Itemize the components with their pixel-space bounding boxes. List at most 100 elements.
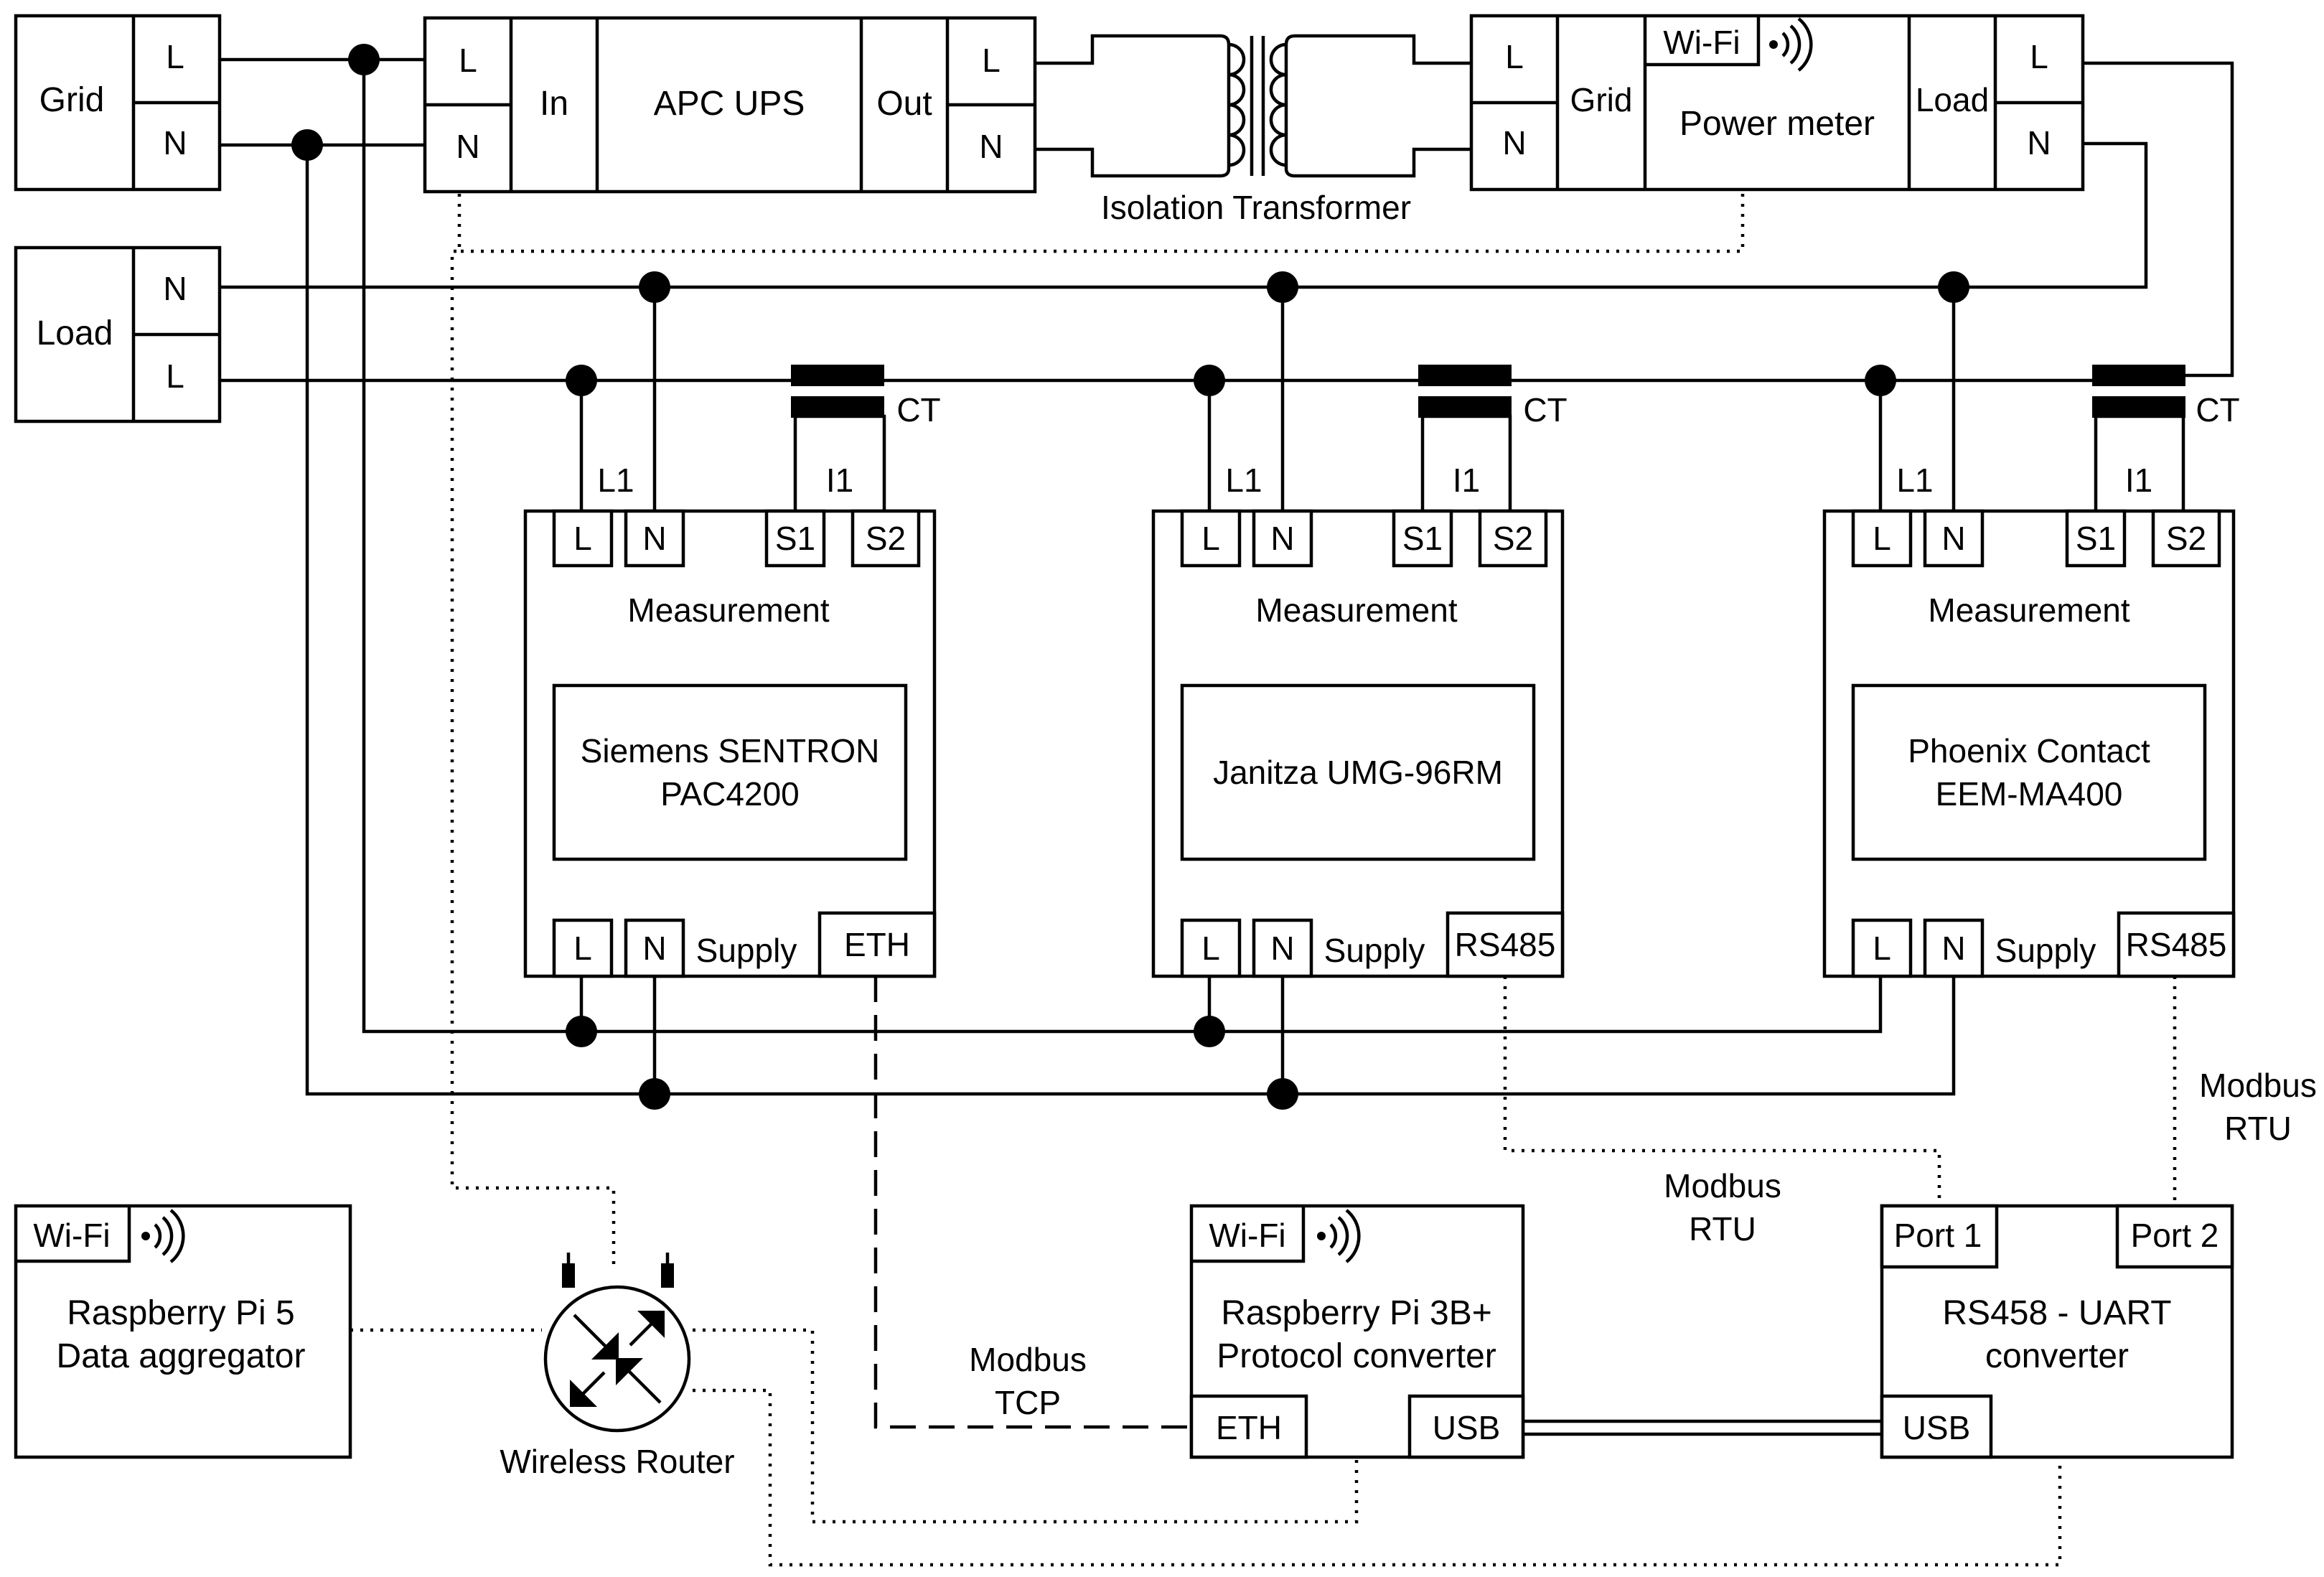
pm-wifi-label: Wi-Fi — [1663, 24, 1740, 61]
rpi5-line1: Raspberry Pi 5 — [67, 1294, 294, 1332]
load-n-terminal: N — [163, 270, 187, 307]
link-labels: Modbus TCP Modbus RTU Modbus RTU — [969, 1067, 2317, 1421]
pm-grid-label: Grid — [1570, 81, 1633, 118]
meter-janitza: L1 I1 CT L N S1 S2 Measurement Janitza U… — [1151, 391, 1568, 978]
rpi5-wifi-label: Wi-Fi — [33, 1217, 110, 1254]
ups-n-in: N — [456, 128, 479, 165]
converter-usb-port: USB — [1903, 1409, 1971, 1446]
wifi-icon — [1769, 17, 1813, 72]
meter3-comm-port: RS485 — [2126, 926, 2227, 963]
meter1-s1: S1 — [775, 520, 815, 557]
converter-port1: Port 1 — [1894, 1217, 1982, 1254]
modbus-tcp-label-1: Modbus — [969, 1341, 1087, 1378]
meter2-measurement: Measurement — [1255, 591, 1457, 629]
pm-n-in: N — [1502, 124, 1526, 162]
pm-l-out: L — [2030, 38, 2048, 75]
comm-links — [350, 194, 2177, 1567]
meter2-sup-l: L — [1201, 930, 1220, 967]
meter1-s2: S2 — [866, 520, 906, 557]
ups-out-label: Out — [876, 85, 932, 123]
power-meter-block: L N Grid Wi-Fi Power meter Load L N — [1469, 14, 2085, 192]
meter1-sup-l: L — [573, 930, 592, 967]
grid-l-terminal: L — [166, 38, 184, 75]
modbus-tcp-label-2: TCP — [995, 1384, 1061, 1421]
meter-phoenix: L1 I1 CT L N S1 S2 Measurement Phoenix C… — [1822, 391, 2240, 978]
modbus-rtu-a-label-2: RTU — [1689, 1210, 1756, 1248]
ups-block: L N In APC UPS Out L N — [423, 16, 1037, 194]
meter3-measurement: Measurement — [1928, 591, 2129, 629]
uart-converter-block: Port 1 Port 2 RS458 - UART converter USB — [1880, 1204, 2234, 1459]
ups-name: APC UPS — [654, 85, 805, 123]
meter1-measurement: Measurement — [627, 591, 829, 629]
modbus-rtu-a-label-1: Modbus — [1664, 1167, 1781, 1204]
isolation-transformer: Isolation Transformer — [1101, 34, 1411, 226]
rpi3-usb-port: USB — [1433, 1409, 1501, 1446]
meter3-name-line2: EEM-MA400 — [1936, 775, 2123, 813]
meter1-term-l: L — [573, 520, 592, 557]
meter3-term-l: L — [1873, 520, 1891, 557]
meter2-s1: S1 — [1402, 520, 1443, 557]
pm-load-label: Load — [1916, 81, 1989, 118]
rpi3-line2: Protocol converter — [1217, 1337, 1496, 1375]
router-arrows-icon — [570, 1311, 665, 1407]
rpi5-block: Wi-Fi Raspberry Pi 5 Data aggregator — [14, 1204, 352, 1459]
meter2-comm-port: RS485 — [1455, 926, 1556, 963]
meter1-comm-port: ETH — [844, 926, 910, 963]
meter2-s2: S2 — [1493, 520, 1533, 557]
load-l-terminal: L — [166, 357, 184, 395]
rpi5-line2: Data aggregator — [57, 1337, 306, 1375]
load-block: Load N L — [14, 245, 222, 424]
meter3-sup-n: N — [1941, 930, 1965, 967]
meter3-l1: L1 — [1896, 462, 1933, 499]
meter1-term-n: N — [642, 520, 666, 557]
meter-siemens: L1 I1 CT L N S1 S2 Measurement Siemens S… — [523, 391, 941, 978]
meter1-ct: CT — [896, 391, 940, 429]
ups-l-in: L — [459, 42, 477, 79]
wifi-icon — [141, 1209, 185, 1263]
meter2-term-l: L — [1201, 520, 1220, 557]
ups-in-label: In — [540, 85, 568, 123]
meter2-l1: L1 — [1225, 462, 1262, 499]
pm-n-out: N — [2027, 124, 2051, 162]
pm-l-in: L — [1505, 38, 1524, 75]
router-label: Wireless Router — [500, 1443, 734, 1480]
meter1-sup-n: N — [642, 930, 666, 967]
meter2-ct: CT — [1523, 391, 1567, 429]
meter3-term-n: N — [1941, 520, 1965, 557]
grid-block: Grid L N — [14, 14, 222, 192]
meter2-term-n: N — [1270, 520, 1294, 557]
grid-label: Grid — [39, 81, 105, 119]
ups-n-out: N — [979, 128, 1003, 165]
meter2-sup-n: N — [1270, 930, 1294, 967]
meter2-name-line1: Janitza UMG-96RM — [1213, 754, 1503, 791]
meter1-name-line1: Siemens SENTRON — [581, 732, 880, 769]
pm-name: Power meter — [1679, 105, 1875, 143]
rpi3-block: Wi-Fi Raspberry Pi 3B+ Protocol converte… — [1189, 1204, 1525, 1459]
wireless-router: Wireless Router — [500, 1253, 735, 1480]
meter3-ct: CT — [2196, 391, 2239, 429]
meter1-supply: Supply — [696, 932, 797, 969]
modbus-rtu-b-label-2: RTU — [2224, 1110, 2292, 1147]
current-transformers — [791, 365, 2185, 418]
grid-n-terminal: N — [163, 124, 187, 162]
load-label: Load — [37, 314, 113, 352]
meter3-supply: Supply — [1995, 932, 2096, 969]
junction-dots — [291, 44, 1969, 1110]
converter-line2: converter — [1985, 1337, 2129, 1375]
rpi3-wifi-label: Wi-Fi — [1209, 1217, 1285, 1254]
rpi3-eth-port: ETH — [1216, 1409, 1282, 1446]
meter3-name-line1: Phoenix Contact — [1908, 732, 2150, 769]
wifi-icon — [1317, 1209, 1361, 1263]
converter-line1: RS458 - UART — [1942, 1294, 2171, 1332]
meter3-s2: S2 — [2166, 520, 2206, 557]
converter-port2: Port 2 — [2131, 1217, 2219, 1254]
meter3-s1: S1 — [2076, 520, 2116, 557]
rpi3-line1: Raspberry Pi 3B+ — [1221, 1294, 1492, 1332]
meter1-name-line2: PAC4200 — [660, 775, 800, 813]
meter1-i1: I1 — [826, 462, 853, 499]
meter3-i1: I1 — [2125, 462, 2152, 499]
meter2-supply: Supply — [1324, 932, 1425, 969]
meter1-l1: L1 — [597, 462, 634, 499]
transformer-label: Isolation Transformer — [1101, 189, 1411, 226]
